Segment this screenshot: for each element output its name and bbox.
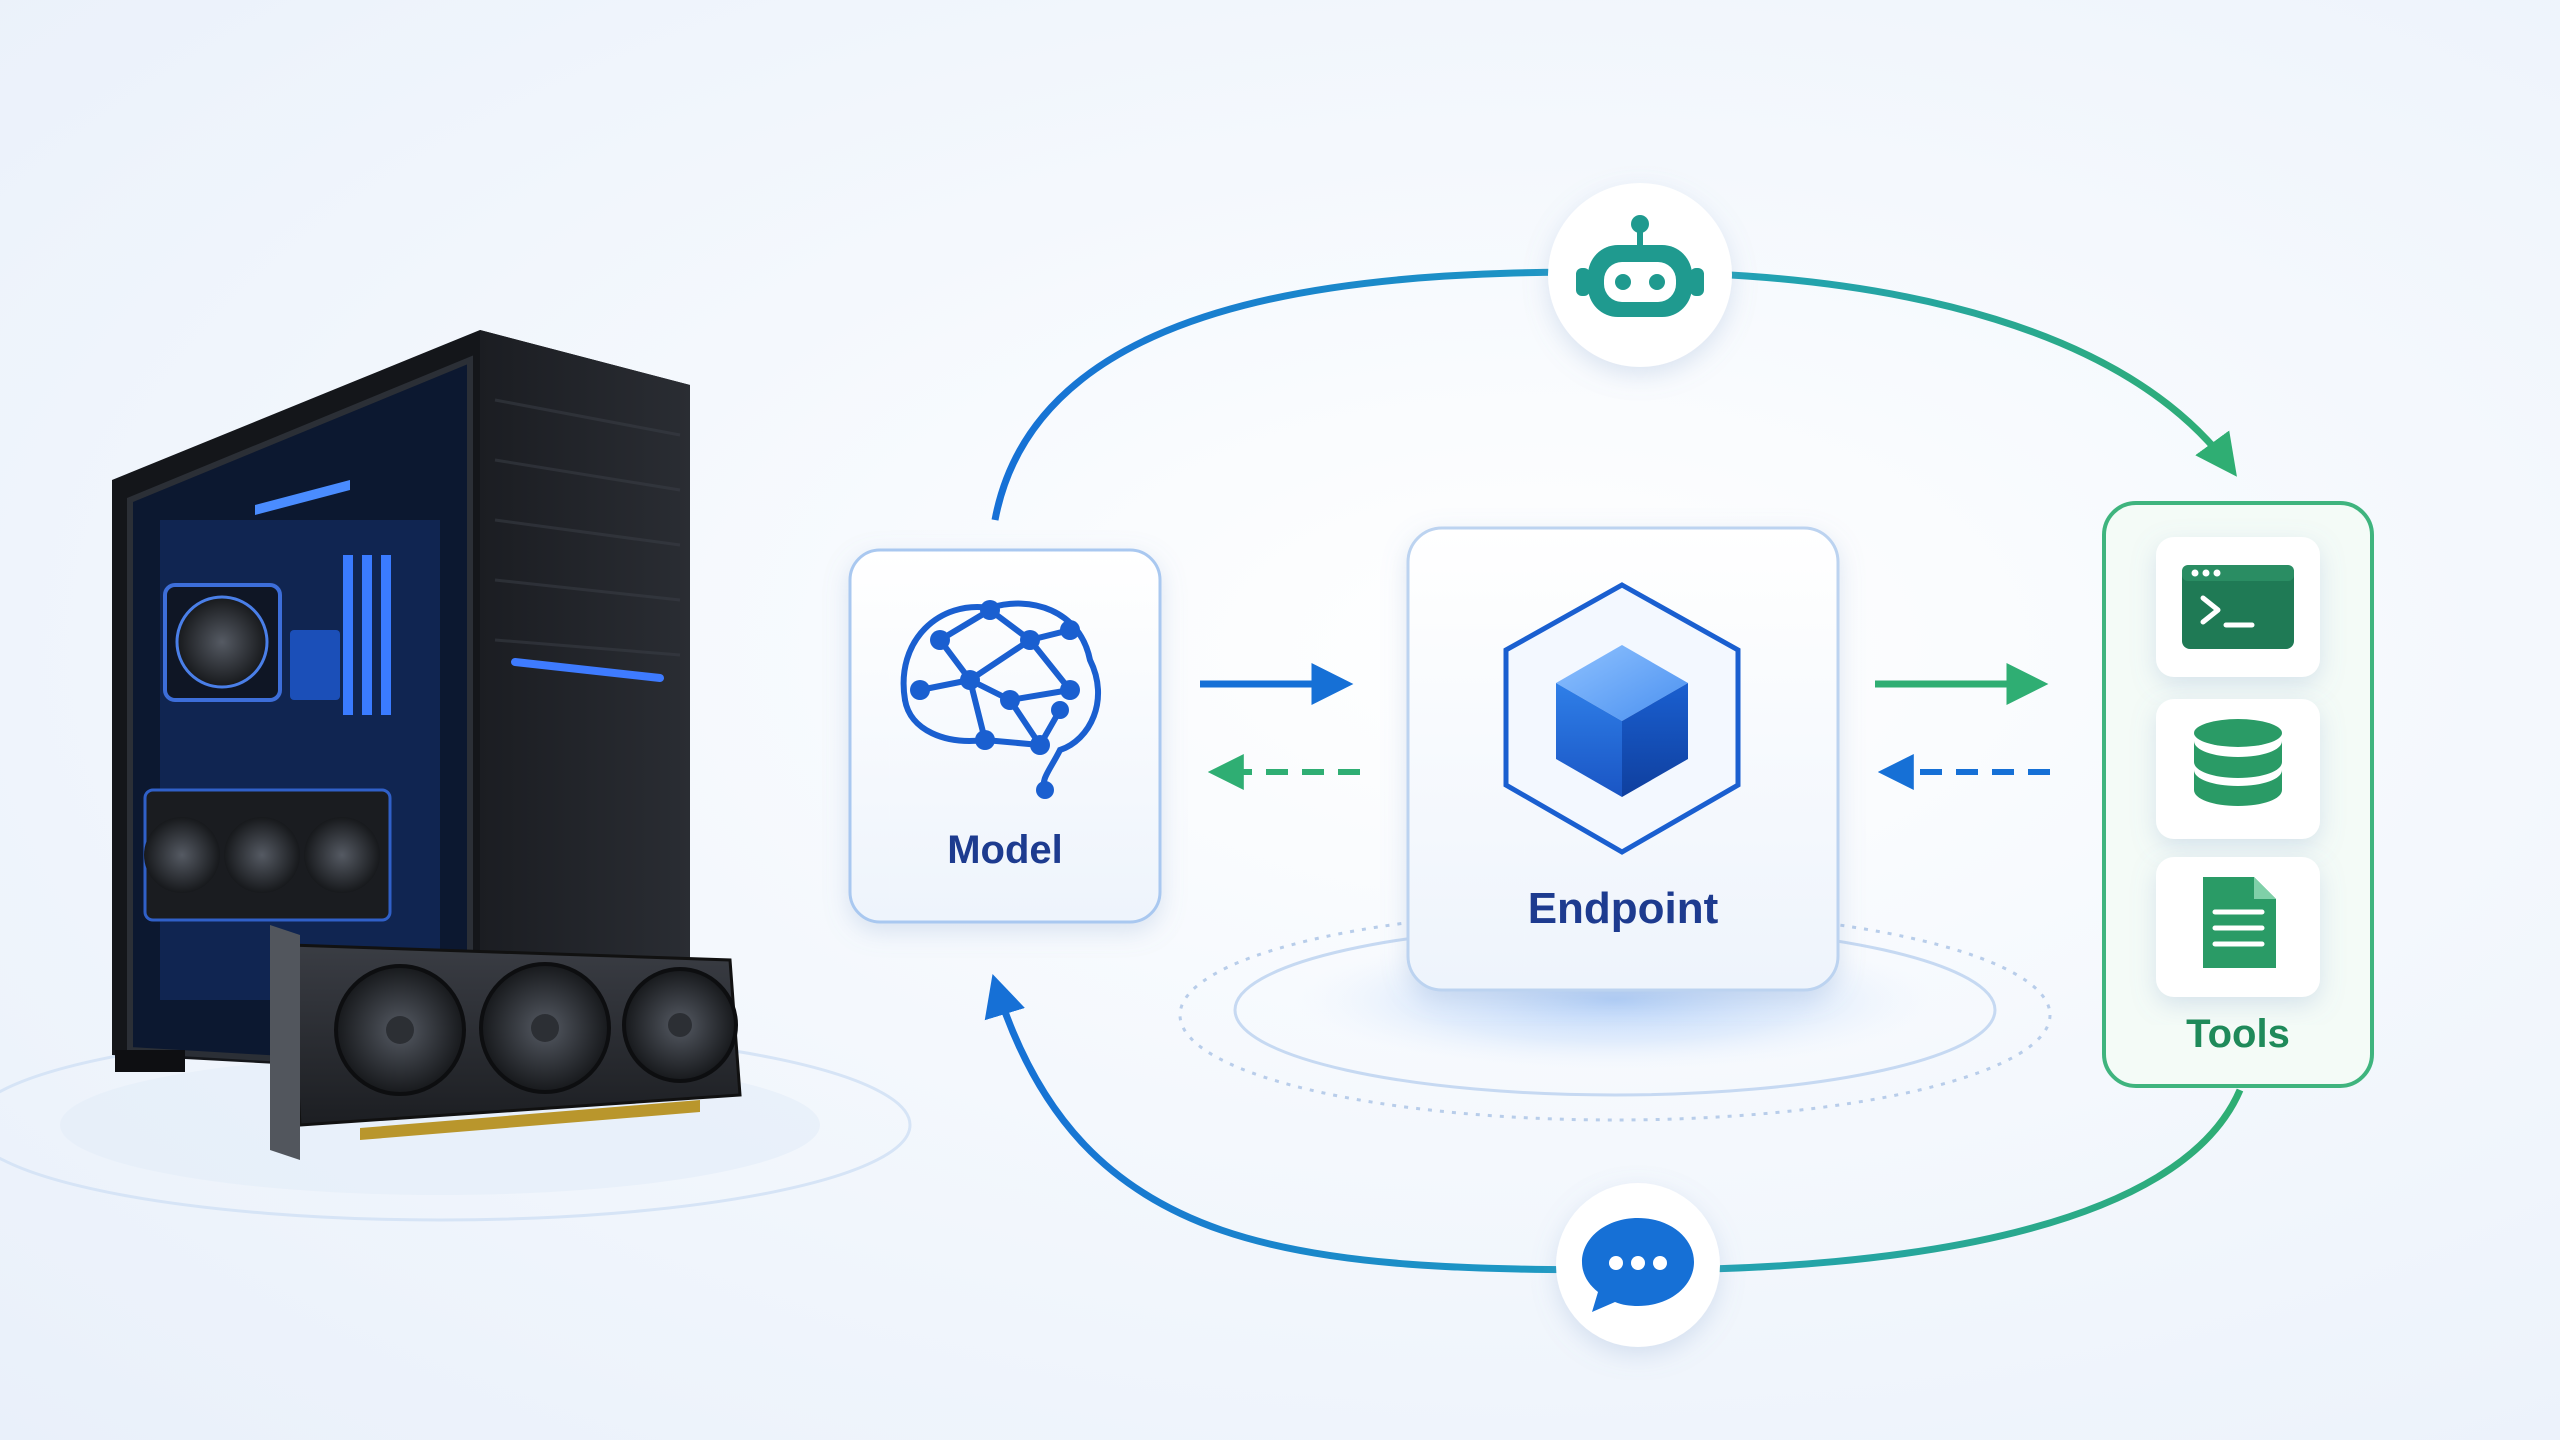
flow-arrows [1200,663,2050,790]
chat-bubble-icon [1582,1218,1694,1312]
brain-network-icon [900,600,1101,799]
gpu-card [270,925,742,1160]
hardware-illustration [0,330,912,1222]
terminal-icon [2182,565,2294,649]
database-icon [2194,719,2282,806]
tools-label: Tools [2186,1012,2290,1056]
front-mesh [494,398,681,657]
model-label: Model [947,828,1063,872]
document-icon [2203,877,2276,968]
robot-icon [1576,215,1704,317]
endpoint-label: Endpoint [1527,884,1719,933]
cube-hexagon-icon [1503,582,1741,855]
